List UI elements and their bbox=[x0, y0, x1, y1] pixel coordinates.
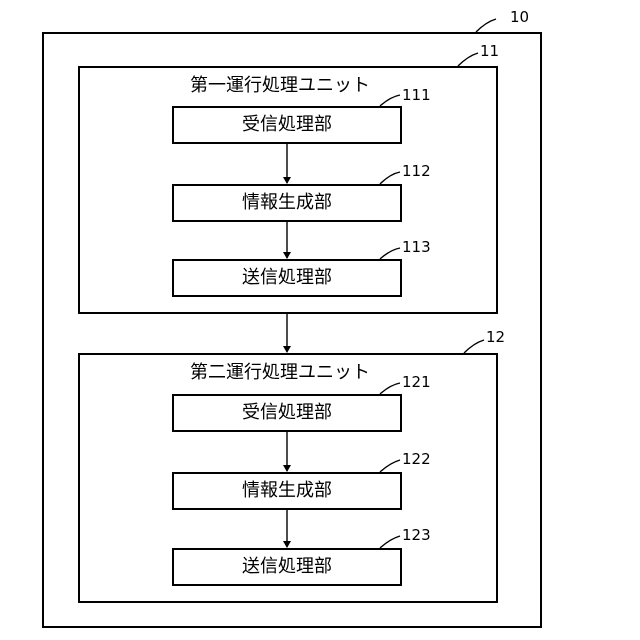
unit1-block-receive: 受信処理部 bbox=[172, 106, 402, 144]
unit2-block-generate-ref: 122 bbox=[402, 452, 431, 467]
unit2-ref: 12 bbox=[486, 330, 505, 345]
unit1-block-generate-label: 情報生成部 bbox=[242, 194, 332, 212]
unit2-block-receive-ref: 121 bbox=[402, 375, 431, 390]
unit1-block-receive-ref: 111 bbox=[402, 88, 431, 103]
unit2-title: 第二運行処理ユニット bbox=[190, 364, 370, 382]
unit1-block-send-label: 送信処理部 bbox=[242, 269, 332, 287]
unit2-block-receive: 受信処理部 bbox=[172, 394, 402, 432]
unit2-block-generate: 情報生成部 bbox=[172, 472, 402, 510]
outer-system-ref: 10 bbox=[510, 10, 529, 25]
unit1-title: 第一運行処理ユニット bbox=[190, 77, 370, 95]
leader-10 bbox=[476, 19, 496, 32]
unit1-block-send-ref: 113 bbox=[402, 240, 431, 255]
unit1-block-generate-ref: 112 bbox=[402, 164, 431, 179]
unit1-block-send: 送信処理部 bbox=[172, 259, 402, 297]
unit2-block-send-label: 送信処理部 bbox=[242, 558, 332, 576]
unit1-block-generate: 情報生成部 bbox=[172, 184, 402, 222]
unit2-block-generate-label: 情報生成部 bbox=[242, 482, 332, 500]
unit2-block-send-ref: 123 bbox=[402, 528, 431, 543]
unit1-ref: 11 bbox=[480, 44, 499, 59]
unit1-block-receive-label: 受信処理部 bbox=[242, 116, 332, 134]
unit2-block-send: 送信処理部 bbox=[172, 548, 402, 586]
unit2-block-receive-label: 受信処理部 bbox=[242, 404, 332, 422]
